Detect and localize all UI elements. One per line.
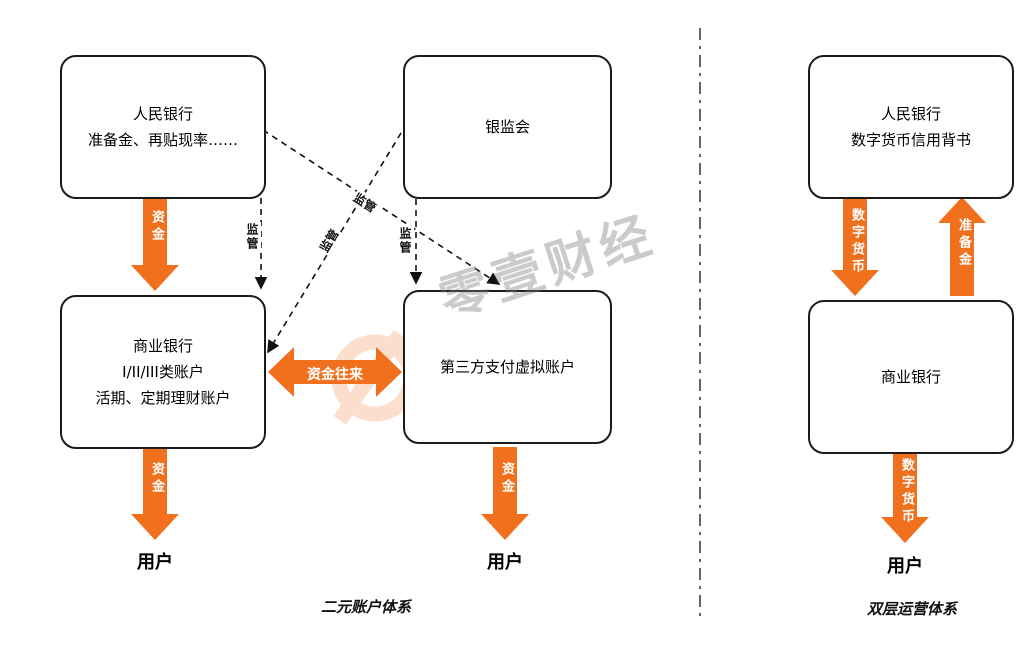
box-third-party-payment: 第三方支付虚拟账户 [403, 290, 612, 444]
user-label-right: 用户 [887, 556, 923, 577]
box-line: 银监会 [484, 117, 530, 136]
box-pboc-right: 人民银行 数字货币信用背书 [808, 55, 1014, 199]
digital-currency-arrow-down [831, 197, 879, 296]
funds-label-bottom-mid: 资金 [499, 462, 514, 496]
box-pboc-left: 人民银行 准备金、再贴现率…… [60, 55, 266, 199]
box-line: 人民银行 [880, 104, 941, 123]
funds-exchange-label: 资金往来 [307, 367, 363, 383]
funds-arrow-pboc-to-commercial [131, 197, 179, 291]
digital-currency-label-user: 数字货币 [899, 458, 914, 526]
box-commercial-bank-left: 商业银行 I/II/III类账户 活期、定期理财账户 [60, 295, 266, 449]
supervision-label-1: 监管 [244, 222, 261, 252]
funds-exchange-double-arrow [268, 347, 402, 397]
digital-currency-label-down: 数字货币 [849, 208, 864, 276]
user-label-mid: 用户 [487, 552, 523, 573]
reserve-label-up: 准备金 [956, 218, 971, 269]
user-label-left: 用户 [137, 552, 173, 573]
box-line: 第三方支付虚拟账户 [439, 357, 575, 376]
box-line: 商业银行 [132, 336, 193, 355]
funds-label-top: 资金 [149, 210, 164, 244]
box-line: I/II/III类账户 [122, 362, 204, 381]
box-line: 商业银行 [880, 367, 941, 386]
reserve-arrow-up [938, 197, 986, 296]
supervision-arrow-pboc-to-thirdparty [262, 129, 501, 285]
funds-label-bottom-left: 资金 [149, 462, 164, 496]
box-commercial-bank-right: 商业银行 [808, 300, 1014, 454]
box-cbrc: 银监会 [403, 55, 612, 199]
funds-arrow-commercial-to-user [131, 447, 179, 540]
box-line: 活期、定期理财账户 [95, 389, 231, 408]
supervision-arrow-cbrc-to-commercial [267, 132, 402, 354]
digital-currency-arrow-to-user [881, 452, 929, 543]
caption-dual-account-system: 二元账户体系 [320, 598, 411, 616]
box-line: 准备金、再贴现率…… [87, 131, 238, 149]
box-line: 人民银行 [132, 104, 193, 123]
funds-arrow-thirdparty-to-user [481, 447, 529, 540]
caption-two-tier-system: 双层运营体系 [866, 600, 957, 618]
supervision-label-4: 监管 [397, 226, 414, 256]
box-line: 数字货币信用背书 [850, 131, 971, 149]
